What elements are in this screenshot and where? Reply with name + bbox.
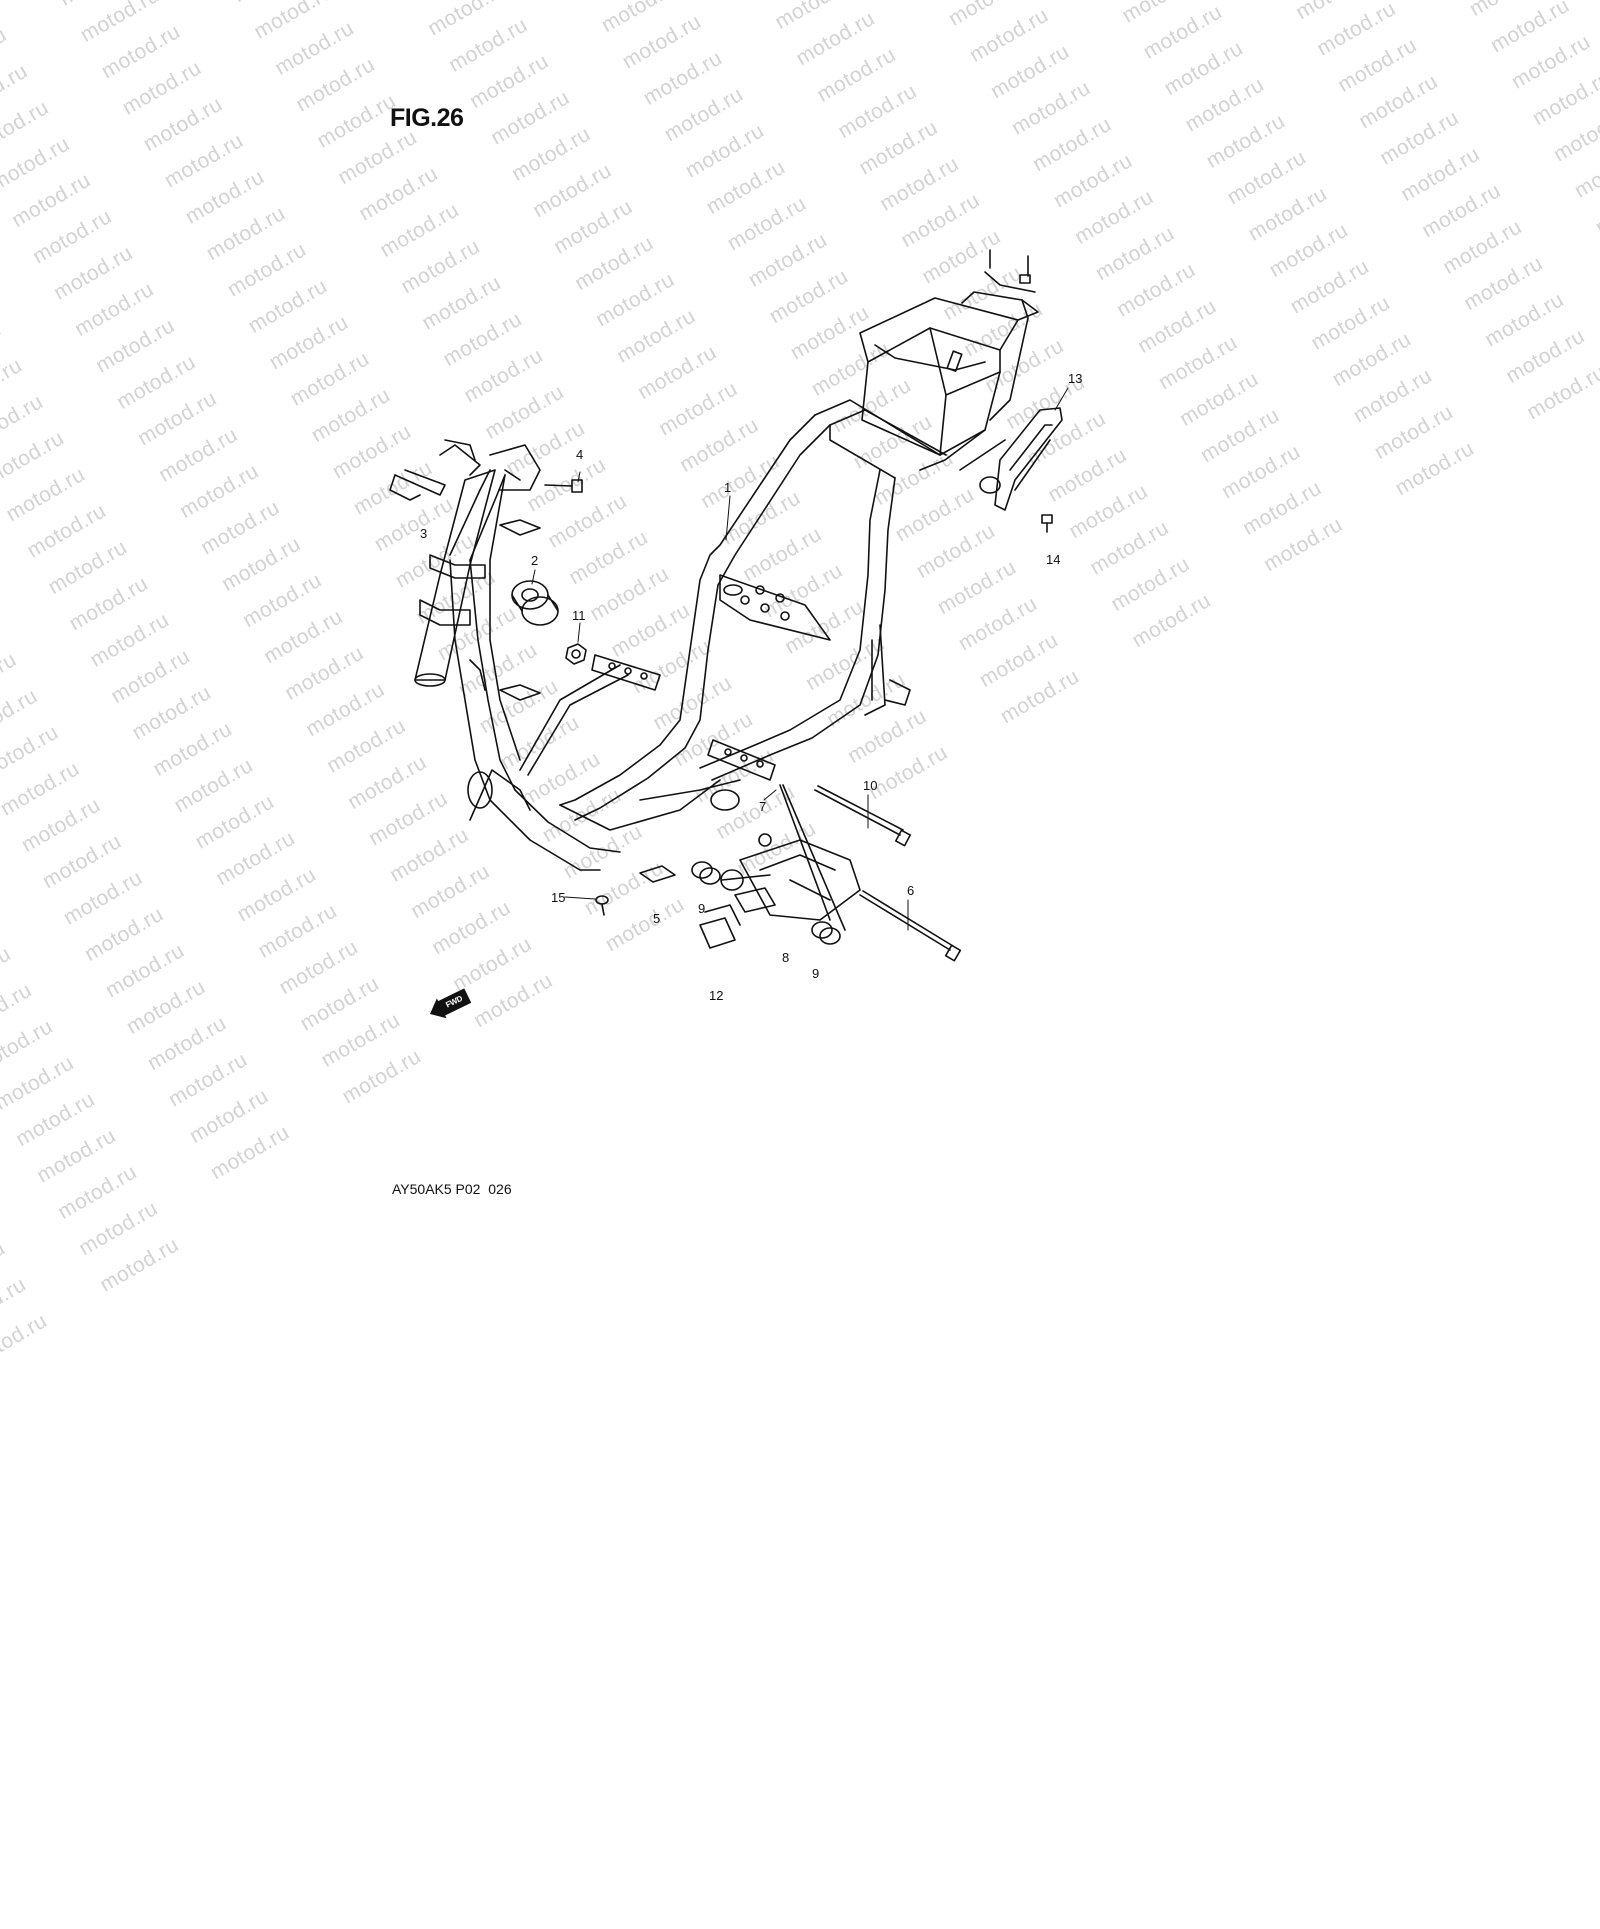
part-14-bolt	[1041, 514, 1053, 533]
frame-floor-plate	[591, 574, 911, 781]
callout-4: 4	[576, 447, 584, 462]
frame-clips	[499, 519, 541, 701]
part-9-bushing-lower	[811, 921, 841, 945]
part-5-clip	[639, 865, 676, 883]
frame-main-rails	[559, 399, 1006, 821]
frame-rear-cage	[859, 249, 1039, 456]
part-12-damper-block	[699, 887, 776, 949]
part-15-screw	[595, 895, 609, 916]
part-7-collar	[758, 784, 846, 931]
callout-leader-lines	[531, 387, 1069, 931]
callout-9-upper: 9	[698, 901, 706, 916]
part-10-long-bolt	[814, 785, 912, 847]
frame-front-down-tube	[449, 469, 741, 871]
watermark-text: motod.ru	[96, 1233, 183, 1297]
callout-6: 6	[907, 883, 915, 898]
callout-11: 11	[572, 608, 586, 623]
callout-10: 10	[863, 778, 878, 793]
callout-9-lower: 9	[812, 966, 820, 981]
watermark-text: motod.ru	[0, 1236, 10, 1300]
callout-13: 13	[1068, 371, 1083, 386]
callout-5: 5	[653, 911, 661, 926]
part-9-bushing-upper	[691, 861, 721, 885]
part-2-bushing	[511, 580, 559, 626]
callout-3: 3	[420, 526, 428, 541]
callout-8: 8	[782, 950, 790, 965]
figure-title: FIG.26	[390, 104, 464, 132]
callout-1: 1	[724, 480, 732, 495]
drawing-code: AY50AK5 P02 026	[392, 1181, 512, 1197]
part-6-long-bolt	[859, 890, 962, 962]
callout-2: 2	[531, 553, 539, 568]
callout-7: 7	[759, 799, 767, 814]
part-13-rear-grip	[994, 407, 1063, 511]
callout-15: 15	[551, 890, 566, 905]
part-11-nut	[565, 643, 587, 665]
scooter-frame-exploded-diagram	[389, 249, 1069, 962]
watermark-text: motod.ru	[0, 1309, 52, 1373]
part-4-bolt	[544, 479, 583, 493]
callout-14: 14	[1046, 552, 1061, 567]
callout-12: 12	[709, 988, 724, 1003]
watermark-text: motod.ru	[0, 1272, 31, 1337]
part-3-front-tube-bracket	[389, 439, 541, 691]
